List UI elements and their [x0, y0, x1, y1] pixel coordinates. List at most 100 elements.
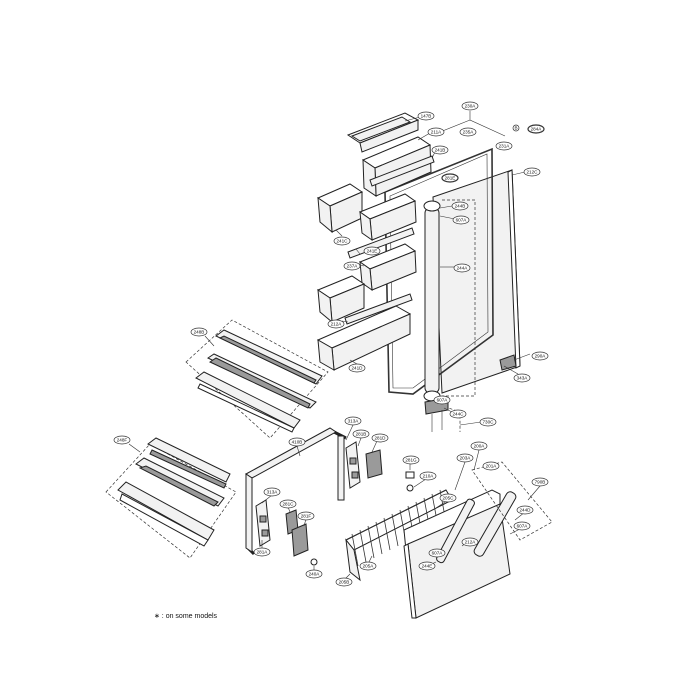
svg-text:281D: 281D — [375, 436, 387, 441]
svg-text:210A: 210A — [423, 474, 435, 479]
refrigerator-door-assembly — [316, 111, 531, 432]
shelf-248f-bottom — [117, 481, 215, 547]
leader-244c — [443, 407, 453, 413]
drawer-rail-212a — [436, 498, 475, 564]
callout-241d: 241D — [348, 363, 366, 373]
callout-281e: 281E — [441, 173, 459, 183]
callout-790b: 790B — [531, 477, 549, 487]
callout-203a: 203A — [456, 453, 474, 463]
leader-343a — [503, 365, 519, 375]
callout-241b-top: 241B — [431, 145, 449, 155]
svg-text:212A: 212A — [331, 322, 343, 327]
svg-text:211A: 211A — [431, 130, 442, 135]
block-281d — [365, 449, 383, 479]
callout-284a: 284A — [527, 124, 545, 134]
leader-147b — [404, 116, 421, 122]
svg-text:281F: 281F — [301, 514, 312, 519]
svg-text:212A: 212A — [465, 540, 477, 545]
refrigerator-door-panel-edge — [507, 169, 521, 369]
callout-205b: 205B — [335, 577, 353, 587]
part-210a-upper — [406, 484, 414, 492]
callout-281a: 281A — [253, 547, 271, 557]
svg-text:231A: 231A — [499, 144, 511, 149]
svg-text:281C: 281C — [283, 502, 295, 507]
svg-text:244C: 244C — [453, 412, 465, 417]
drawer-rail-244d — [473, 491, 517, 557]
svg-text:281G: 281G — [405, 458, 417, 463]
handle-bracket-dashed — [442, 199, 476, 397]
svg-text:607A: 607A — [437, 398, 449, 403]
svg-text:205C: 205C — [443, 496, 455, 501]
svg-text:248F: 248F — [117, 438, 128, 443]
svg-text:343A: 343A — [517, 376, 529, 381]
bottom-bin-241d — [316, 305, 412, 371]
svg-text:284A: 284A — [531, 127, 543, 132]
callout-b: B — [512, 124, 520, 132]
svg-text:244B: 244B — [455, 204, 466, 209]
callout-147b: 147B — [417, 111, 435, 121]
callout-281b: 281B — [352, 429, 370, 439]
callout-607a-bot: 607A — [428, 548, 446, 558]
door-handle-tube — [424, 207, 440, 394]
svg-text:201A: 201A — [486, 464, 498, 469]
svg-text:244A: 244A — [457, 266, 469, 271]
shelf-248b-middle — [206, 353, 317, 409]
shelf-group-248f — [105, 437, 237, 559]
callout-281c: 281C — [279, 499, 297, 509]
callout-205a: 205A — [359, 561, 377, 571]
block-281f — [291, 523, 309, 557]
svg-text:241E: 241E — [367, 249, 378, 254]
callout-244c: 244C — [449, 409, 467, 419]
leader-230a-b — [439, 119, 471, 133]
leader-607a-top — [439, 215, 456, 220]
bin-left-lower — [316, 275, 366, 324]
leader-730c — [459, 421, 482, 426]
freezer-drawer-assembly — [245, 424, 553, 619]
svg-text:240A: 240A — [309, 572, 321, 577]
callout-241e: 241E — [363, 246, 381, 256]
callout-205c: 205C — [439, 493, 457, 503]
callout-244a: 244A — [453, 263, 471, 273]
frame-rail-410b — [245, 427, 337, 479]
leader-212a — [341, 320, 349, 323]
svg-text:790B: 790B — [535, 480, 546, 485]
callout-281g: 281G — [402, 455, 420, 465]
svg-text:237A: 237A — [347, 264, 359, 269]
callout-235a: 235A — [459, 127, 477, 137]
svg-text:244D: 244D — [520, 508, 532, 513]
svg-text:281A: 281A — [257, 550, 269, 555]
callout-240a: 240A — [305, 569, 323, 579]
svg-text:241C: 241C — [337, 239, 349, 244]
door-handle-top-cap — [423, 200, 441, 212]
door-rail-241b — [369, 155, 435, 187]
callout-607a-mid: 607A — [433, 395, 451, 405]
slide-rail-313a-high — [345, 441, 361, 489]
frame-side-bar — [245, 473, 253, 553]
refrigerator-door-gasket — [384, 147, 494, 395]
callout-212a-left: 212A — [327, 319, 345, 329]
svg-text:203A: 203A — [460, 456, 472, 461]
svg-text:248B: 248B — [194, 330, 205, 335]
callout-248f: 248F — [113, 435, 131, 445]
callout-211a: 211A — [427, 127, 445, 137]
leader-241e — [355, 248, 361, 255]
svg-text:B: B — [514, 126, 517, 131]
callout-410b: 410B — [288, 437, 306, 447]
svg-text:730C: 730C — [483, 420, 495, 425]
callout-281d: 281D — [371, 433, 389, 443]
svg-text:607A: 607A — [456, 218, 468, 223]
callout-231a: 231A — [495, 141, 513, 151]
leader-212c — [511, 171, 526, 176]
shelf-248b-bottom — [195, 371, 301, 433]
svg-text:281B: 281B — [356, 432, 367, 437]
callout-212c: 212C — [523, 167, 541, 177]
svg-text:607A: 607A — [517, 524, 529, 529]
callout-607a-top: 607A — [452, 215, 470, 225]
callout-201a: 201A — [482, 461, 500, 471]
leader-211a — [417, 132, 431, 141]
frame-upright — [337, 435, 345, 501]
svg-text:212C: 212C — [527, 170, 539, 175]
svg-text:147B: 147B — [421, 114, 432, 119]
callout-730c: 730C — [479, 417, 497, 427]
